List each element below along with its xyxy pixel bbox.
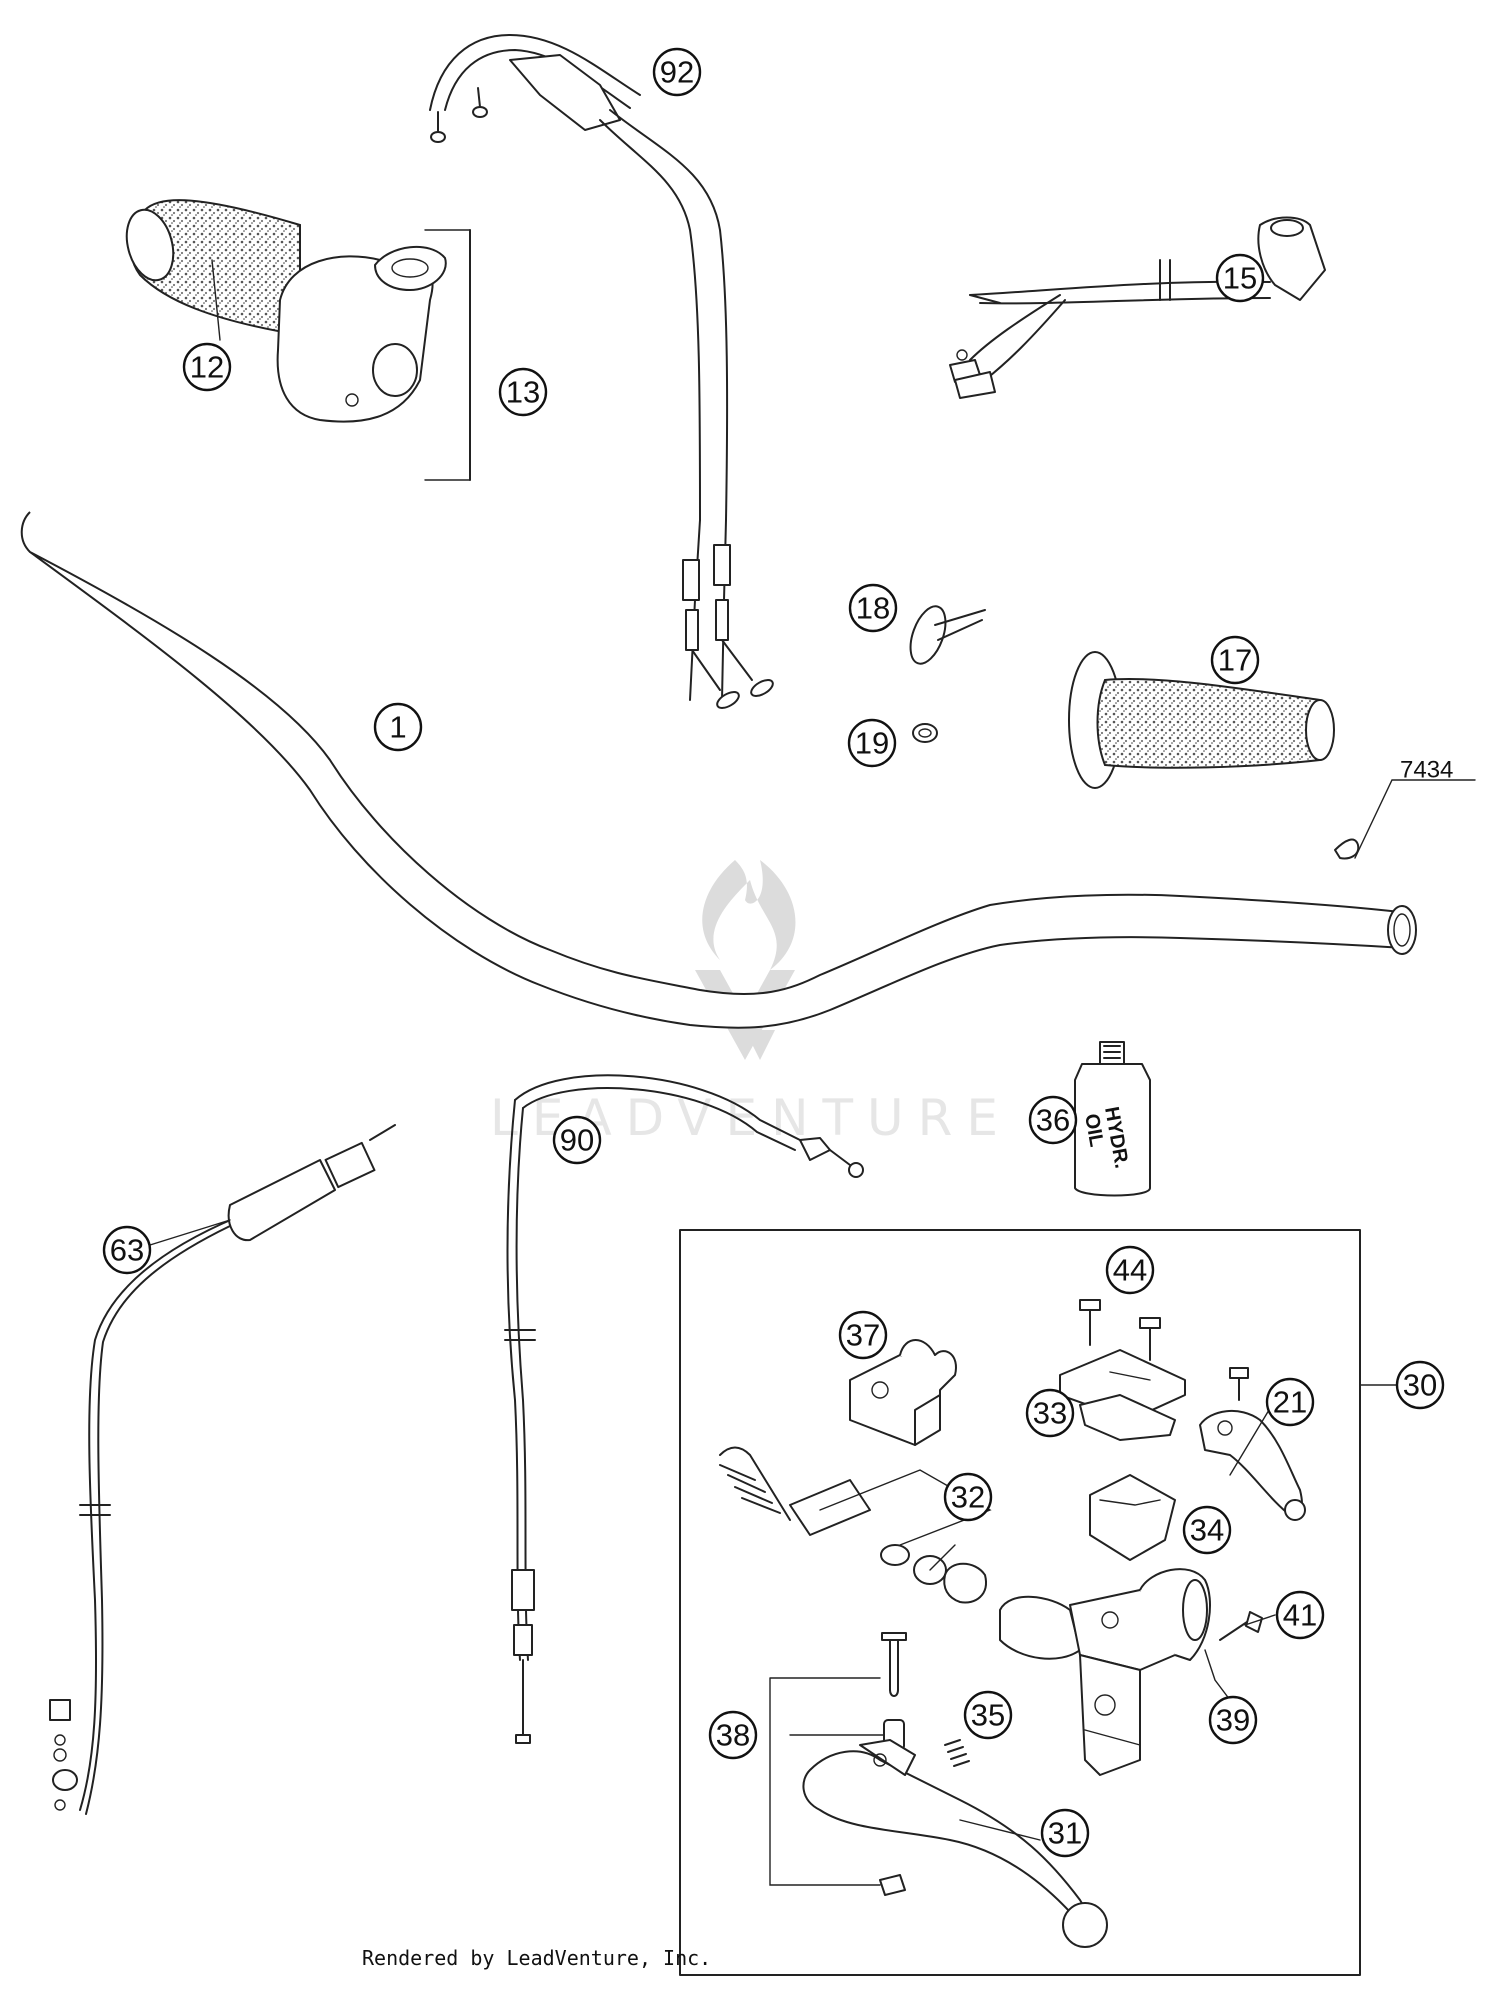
part-label-13: 13	[498, 367, 548, 417]
kill-switch	[949, 216, 1326, 399]
part-label-34-text: 34	[1190, 1513, 1224, 1548]
part-label-32-text: 32	[951, 1480, 985, 1515]
part-label-36-text: 36	[1036, 1103, 1070, 1138]
clutch-lever	[802, 1739, 1108, 1948]
watermark-logo	[695, 860, 796, 1060]
part-label-39: 39	[1208, 1695, 1258, 1745]
throttle-cables	[429, 34, 774, 709]
adjuster-screw	[1229, 1367, 1249, 1401]
part-label-18-text: 18	[856, 591, 890, 626]
part-label-36: 36	[1028, 1095, 1078, 1145]
part-label-44: 44	[1105, 1245, 1155, 1295]
callout-7434: 7434	[1334, 757, 1476, 860]
lever-holder	[1199, 1409, 1306, 1521]
mounting-screw	[1219, 1611, 1263, 1641]
part-label-34: 34	[1182, 1505, 1232, 1555]
part-label-41: 41	[1275, 1590, 1325, 1640]
part-label-41-text: 41	[1283, 1598, 1317, 1633]
sleeve	[912, 723, 938, 743]
throttle-housing	[276, 229, 471, 481]
clamp-bracket	[1089, 1474, 1176, 1561]
master-cylinder	[999, 1568, 1211, 1776]
part-label-12: 12	[182, 342, 232, 392]
part-label-18: 18	[848, 583, 898, 633]
part-label-92: 92	[652, 47, 702, 97]
callout-7434-text: 7434	[1400, 757, 1453, 784]
clutch-kit-box	[679, 1229, 1399, 1976]
part-label-31: 31	[1040, 1808, 1090, 1858]
part-label-30: 30	[1395, 1360, 1445, 1410]
part-label-35: 35	[963, 1690, 1013, 1740]
credit-text: Rendered by LeadVenture, Inc.	[362, 1946, 711, 1970]
leader-lines	[149, 259, 1276, 1841]
part-label-21-text: 21	[1273, 1385, 1307, 1420]
part-label-39-text: 39	[1216, 1703, 1250, 1738]
handlebar	[20, 511, 1417, 1029]
part-label-90: 90	[552, 1115, 602, 1165]
cable-tie	[909, 605, 986, 665]
part-label-32: 32	[943, 1472, 993, 1522]
part-label-63-text: 63	[110, 1233, 144, 1268]
left-grip	[1068, 651, 1335, 789]
part-label-37-text: 37	[846, 1318, 880, 1353]
oil-bottle: HYDR. OIL	[1074, 1041, 1151, 1197]
part-label-31-text: 31	[1048, 1816, 1082, 1851]
part-label-1-text: 1	[389, 710, 406, 745]
piston-kit	[719, 1446, 992, 1604]
part-label-38: 38	[708, 1710, 758, 1760]
part-label-38-text: 38	[716, 1718, 750, 1753]
cover-screws	[1079, 1299, 1161, 1361]
hot-start-cable	[49, 1124, 396, 1815]
part-label-33-text: 33	[1033, 1396, 1067, 1431]
part-label-63: 63	[102, 1225, 152, 1275]
part-label-33: 33	[1025, 1388, 1075, 1438]
part-label-15-text: 15	[1223, 261, 1257, 296]
part-label-1: 1	[373, 702, 423, 752]
part-label-19-text: 19	[855, 726, 889, 761]
part-label-19: 19	[847, 718, 897, 768]
part-label-15: 15	[1215, 253, 1265, 303]
reservoir-cover	[1059, 1349, 1186, 1441]
part-label-37: 37	[838, 1310, 888, 1360]
part-label-90-text: 90	[560, 1123, 594, 1158]
part-label-12-text: 12	[190, 350, 224, 385]
part-label-44-text: 44	[1113, 1253, 1147, 1288]
part-label-30-text: 30	[1403, 1368, 1437, 1403]
part-label-35-text: 35	[971, 1698, 1005, 1733]
clutch-cable	[504, 1074, 864, 1744]
clamp	[849, 1339, 957, 1446]
lever-spring	[944, 1739, 970, 1767]
part-label-92-text: 92	[660, 55, 694, 90]
part-label-21: 21	[1265, 1377, 1315, 1427]
part-label-17-text: 17	[1218, 643, 1252, 678]
throttle-grip	[125, 199, 301, 337]
part-label-13-text: 13	[506, 375, 540, 410]
part-label-17: 17	[1210, 635, 1260, 685]
